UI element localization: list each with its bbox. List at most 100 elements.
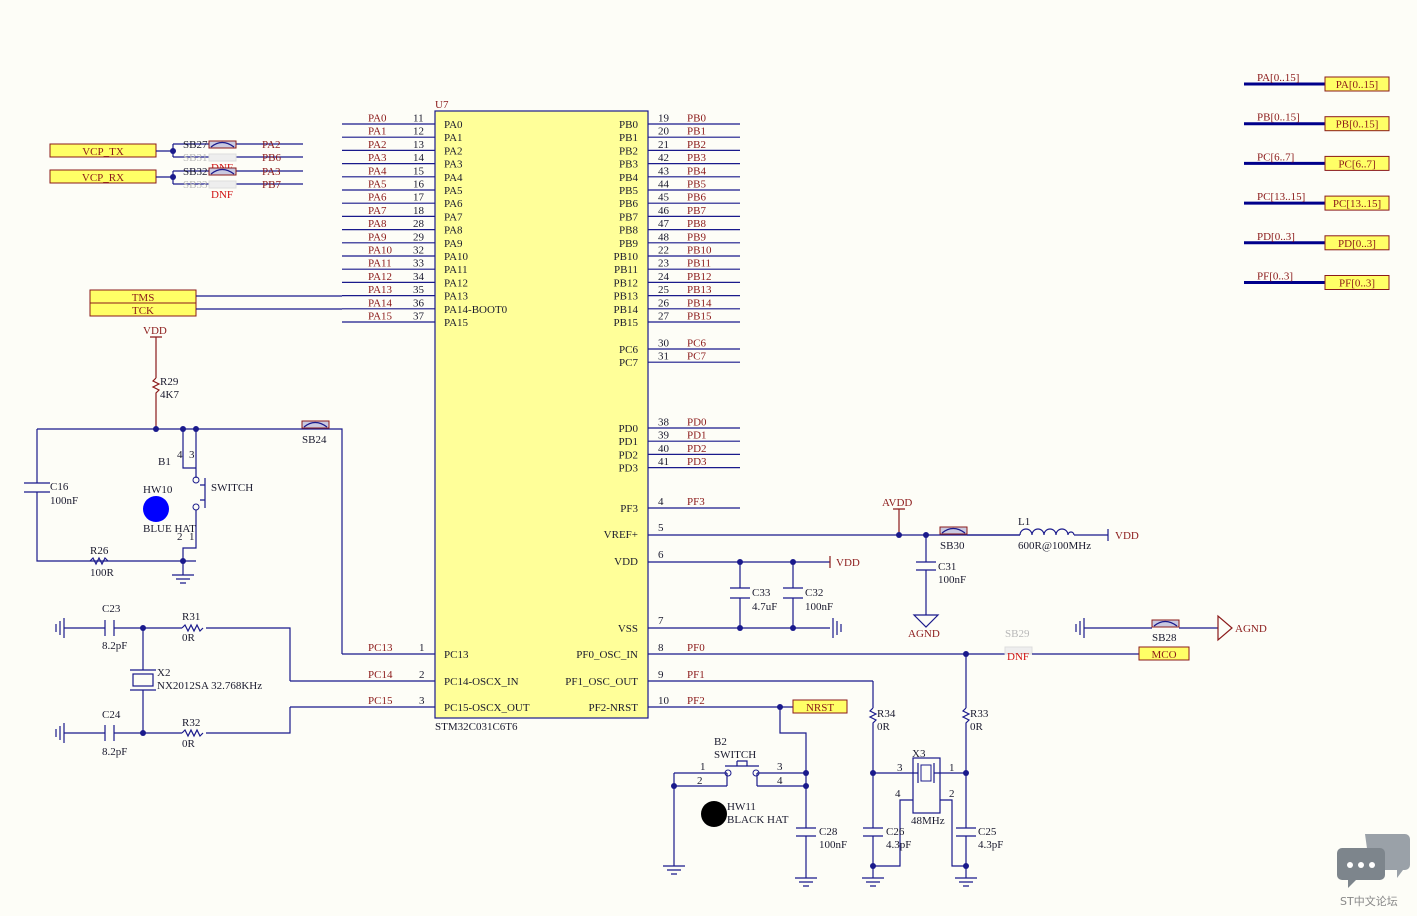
svg-text:PC15-OSCX_OUT: PC15-OSCX_OUT (444, 702, 530, 714)
right-pin-net: PB11 (687, 258, 711, 270)
left-pin-number: 17 (413, 192, 425, 204)
right-pin-name: PD0 (618, 423, 638, 435)
left-pin-number: 34 (413, 271, 425, 283)
svg-text:SB24: SB24 (302, 434, 327, 446)
bus-port-label: PD[0..3] (1338, 238, 1376, 250)
r26-value: 100R (90, 567, 115, 579)
pf3-pin: PF3 4 PF3 (620, 496, 740, 515)
pc15-pin: PC15-OSCX_OUT 3 PC15 (290, 695, 530, 714)
right-pin-number: 26 (658, 297, 670, 309)
right-pin-net: PB13 (687, 284, 712, 296)
right-pin-number: 48 (658, 231, 670, 243)
x3-value: 48MHz (911, 815, 945, 827)
mcu-ref: U7 (435, 99, 449, 111)
right-pin-name: PC7 (619, 357, 638, 369)
right-pin-number: 27 (658, 311, 670, 323)
right-pin-name: PB0 (619, 119, 638, 131)
right-pin-name: PB5 (619, 185, 638, 197)
b2-ref: B2 (714, 736, 727, 748)
hw11-ref: HW11 (727, 801, 756, 813)
hw10-ref: HW10 (143, 484, 173, 496)
svg-text:SB30: SB30 (940, 540, 965, 552)
r33-value: 0R (970, 721, 984, 733)
svg-text:8: 8 (658, 642, 664, 654)
b1-pin1: 1 (189, 531, 195, 543)
watermark: ST中文论坛 (1340, 894, 1398, 908)
right-pin-number: 45 (658, 192, 670, 204)
right-pin-name: PB9 (619, 238, 638, 250)
left-pin-number: 29 (413, 231, 425, 243)
right-pin-name: PB12 (614, 277, 638, 289)
right-pin-name: PB13 (614, 291, 639, 303)
svg-text:6: 6 (658, 549, 664, 561)
svg-text:VREF+: VREF+ (604, 529, 638, 541)
x3-pin1: 1 (949, 762, 955, 774)
right-pin-net: PB6 (687, 192, 706, 204)
left-pin-name: PA6 (444, 198, 463, 210)
pf1-pin: PF1_OSC_OUT 9 PF1 (565, 669, 873, 688)
left-pin-name: PA14-BOOT0 (444, 304, 508, 316)
svg-text:SB31: SB31 (183, 152, 207, 164)
right-pin-net: PB8 (687, 218, 706, 230)
right-pin-name: PB7 (619, 211, 638, 223)
left-pin-net: PA1 (368, 126, 387, 138)
right-pin-name: PD2 (618, 449, 638, 461)
mco-port: MCO (1138, 646, 1190, 661)
c33-ref: C33 (752, 587, 771, 599)
c25-value: 4.3pF (978, 839, 1003, 851)
vcp-rx-port: VCP_RX (49, 169, 157, 184)
svg-text:PF2: PF2 (687, 695, 705, 707)
b1-ref: B1 (158, 456, 171, 468)
right-pin-name: PD1 (618, 436, 638, 448)
mcu-part: STM32C031C6T6 (435, 721, 518, 733)
l1-value: 600R@100MHz (1018, 540, 1091, 552)
r34-value: 0R (877, 721, 891, 733)
svg-text:PF3: PF3 (687, 496, 705, 508)
left-pin-number: 28 (413, 218, 425, 230)
right-pin-number: 20 (658, 126, 670, 138)
right-pin-name: PB3 (619, 159, 638, 171)
b2-pin3: 3 (777, 761, 783, 773)
bus-wire-label: PC[13..15] (1257, 191, 1305, 203)
left-pin-net: PA5 (368, 179, 387, 191)
nrst-port: NRST (792, 699, 848, 714)
right-pin-net: PB10 (687, 245, 712, 257)
b1-type: SWITCH (211, 482, 253, 494)
right-pin-net: PB7 (687, 205, 706, 217)
left-pin-net: PA7 (368, 205, 387, 217)
svg-text:DNF: DNF (1007, 651, 1029, 663)
x2-value: NX2012SA 32.768KHz (157, 680, 262, 692)
bus-wire-label: PF[0..3] (1257, 271, 1293, 283)
c31-ref: C31 (938, 561, 956, 573)
c32-value: 100nF (805, 601, 833, 613)
right-pin-net: PD0 (687, 417, 707, 429)
vss-pin: VSS 7 (618, 615, 830, 635)
r29-ref: R29 (160, 376, 179, 388)
r32-ref: R32 (182, 717, 200, 729)
b2-type: SWITCH (714, 749, 756, 761)
left-pin-name: PA8 (444, 225, 463, 237)
right-pin-name: PB10 (614, 251, 639, 263)
b2-pin1: 1 (700, 761, 706, 773)
svg-text:PF0_OSC_IN: PF0_OSC_IN (576, 649, 638, 661)
svg-text:DNF: DNF (211, 189, 233, 201)
right-pin-net: PB1 (687, 126, 706, 138)
svg-text:SB29: SB29 (1005, 628, 1030, 640)
right-pin-name: PB2 (619, 145, 638, 157)
left-pin-net: PA4 (368, 165, 387, 177)
svg-text:MCO: MCO (1151, 649, 1176, 661)
bus-5: PF[0..3]PF[0..3] (1244, 271, 1390, 290)
bus-wire-label: PB[0..15] (1257, 112, 1300, 124)
